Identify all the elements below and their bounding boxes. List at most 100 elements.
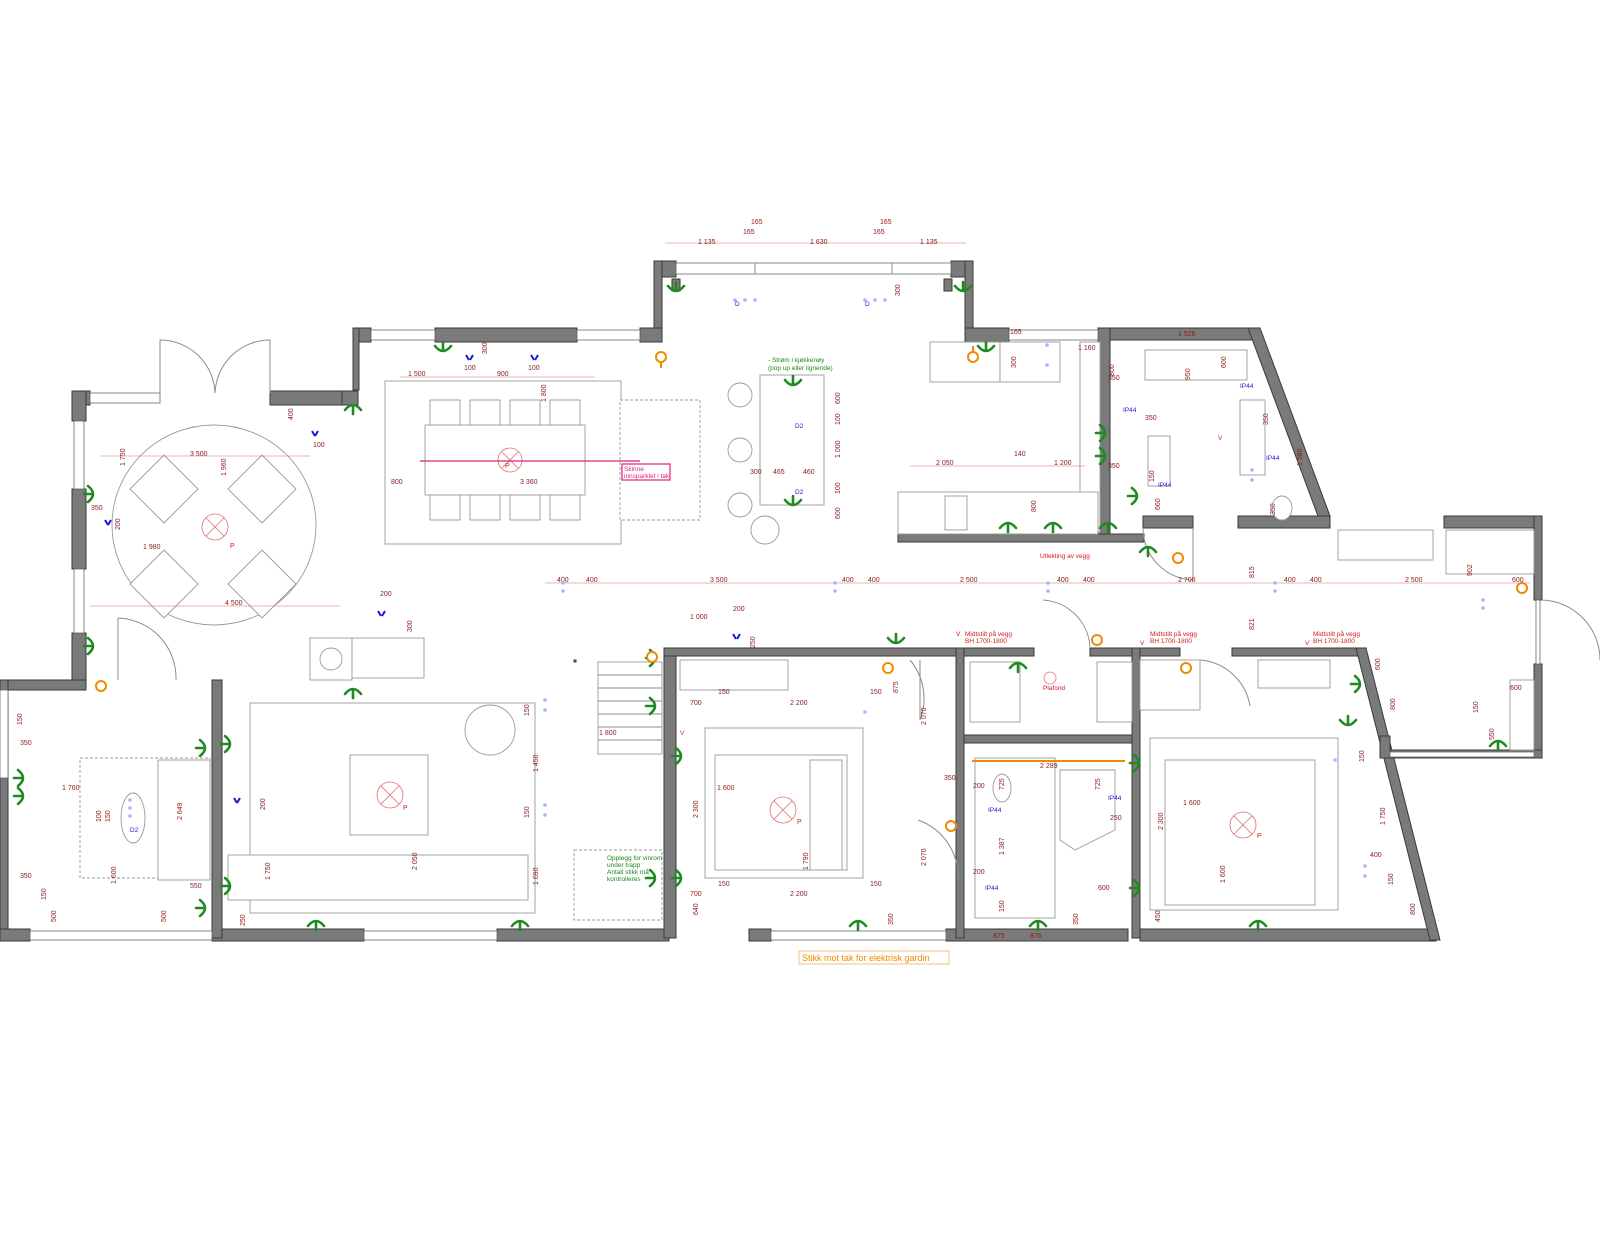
dim-1500: 1 500 <box>408 371 426 378</box>
dim-h600: 600 <box>1512 577 1524 584</box>
dim-350i: 350 <box>944 775 956 782</box>
label-ip44: IP44 <box>1240 383 1254 390</box>
dim-2070a: 2 070 <box>921 707 928 725</box>
dim-200f: 200 <box>260 798 267 810</box>
dim-1600c-b2: 1 600 <box>1220 865 1227 883</box>
dim-2200a: 2 200 <box>790 700 808 707</box>
dim-950: 950 <box>1185 368 1192 380</box>
dim-300a: 300 <box>482 342 489 354</box>
top-dimension-chain: 1 135 165 1 630 165 1 135 165 165 <box>665 219 966 246</box>
dim-1135a: 1 135 <box>698 239 716 246</box>
dim-800b: 800 <box>1031 500 1038 512</box>
socket-icon <box>82 484 95 504</box>
dim-465: 465 <box>773 469 785 476</box>
label-p: P <box>230 543 235 550</box>
furniture <box>79 341 1535 921</box>
socket-icon <box>12 768 25 788</box>
skinne-box <box>621 463 671 481</box>
dim-600c: 600 <box>1221 356 1228 368</box>
dim-h2700: 2 700 <box>1178 577 1196 584</box>
dim-150j: 150 <box>17 713 24 725</box>
note-curtain: Stikk mot tak for elektrisk gardin <box>802 953 930 963</box>
ceiling-outlet-icon <box>945 820 957 832</box>
dim-165: 165 <box>1010 329 1022 336</box>
ceiling-outlet-icon <box>1516 582 1528 594</box>
socket-icon <box>670 868 683 888</box>
dim-150d: 150 <box>718 881 730 888</box>
dim-725b: 725 <box>1095 778 1102 790</box>
label-d: D <box>735 301 740 308</box>
socket-icon <box>1098 521 1118 534</box>
dim-300d: 300 <box>407 620 414 632</box>
dim-150i: 150 <box>1473 701 1480 713</box>
dim-1690: 1 690 <box>533 867 540 885</box>
dim-1000b: 1 000 <box>690 614 708 621</box>
dim-1750c: 1 750 <box>265 862 272 880</box>
dim-350d: 350 <box>1108 463 1120 470</box>
socket-icon <box>1138 545 1158 558</box>
dim-660: 660 <box>1155 498 1162 510</box>
dim-1600b: 1 600 <box>1183 800 1201 807</box>
label-p: P <box>403 805 408 812</box>
socket-icon <box>343 403 363 416</box>
socket-icon <box>219 734 232 754</box>
ceiling-outlet-icon <box>967 346 979 363</box>
dim-1000: 1 000 <box>835 440 842 458</box>
socket-icon <box>1128 753 1141 773</box>
dim-1800: 1 800 <box>541 384 548 402</box>
sensor-markers <box>104 354 741 804</box>
dim-250b: 250 <box>1110 815 1122 822</box>
socket-icon <box>1043 521 1063 534</box>
dim-2300a: 2 300 <box>693 800 700 818</box>
ceiling-lamp-icon <box>376 781 404 809</box>
dim-100d: 100 <box>835 413 842 425</box>
dim-h400b: 400 <box>586 577 598 584</box>
dim-350g: 350 <box>1270 503 1277 515</box>
dim-2070b: 2 070 <box>921 848 928 866</box>
note-midstilt-bh-3: BH 1700-1800 <box>1313 638 1355 645</box>
dim-700a: 700 <box>690 700 702 707</box>
dim-100e: 100 <box>835 482 842 494</box>
socket-icon <box>1094 423 1107 443</box>
symbol-labels: IP44 IP44 IP44 IP44 IP44 IP44 IP44 D D D… <box>130 301 1310 892</box>
doors <box>117 339 1600 881</box>
dim-2300b: 2 300 <box>1158 812 1165 830</box>
label-ip44: IP44 <box>988 807 1002 814</box>
ceiling-outlet-icon <box>1180 662 1192 674</box>
socket-icon <box>1126 486 1139 506</box>
dim-876: 876 <box>1030 933 1042 940</box>
socket-icon <box>343 687 363 700</box>
note-plafond: Plafond <box>1043 685 1065 692</box>
dim-1790: 1 790 <box>803 852 810 870</box>
dim-250c: 250 <box>240 914 247 926</box>
dim-350c: 350 <box>1145 415 1157 422</box>
socket-icon <box>783 494 803 507</box>
label-ip44: IP44 <box>985 885 999 892</box>
dim-350f: 350 <box>1263 413 1270 425</box>
dimensions: 1 500 900 300 100 100 1 800 800 3 360 40… <box>17 284 1530 940</box>
socket-icon <box>1349 674 1362 694</box>
dim-350l: 350 <box>20 873 32 880</box>
label-ip44: IP44 <box>1123 407 1137 414</box>
dim-800c: 800 <box>1109 364 1116 376</box>
socket-icon <box>194 738 207 758</box>
dim-815: 815 <box>1249 566 1256 578</box>
label-p: P <box>1257 833 1262 840</box>
ceiling-lamp-icon <box>769 796 797 824</box>
dim-h400g: 400 <box>1284 577 1296 584</box>
dim-400a: 400 <box>288 408 295 420</box>
label-v: V <box>1305 640 1310 647</box>
dim-100c: 100 <box>313 442 325 449</box>
dim-h400h: 400 <box>1310 577 1322 584</box>
dim-h3500: 3 500 <box>710 577 728 584</box>
socket-icon <box>886 632 906 645</box>
note-skinne-2: innsparklet i tak <box>624 473 670 480</box>
dim-900: 900 <box>497 371 509 378</box>
socket-icon <box>433 340 453 353</box>
dim-902: 902 <box>1467 564 1474 576</box>
wall-sockets <box>12 280 1508 932</box>
socket-icon <box>219 876 232 896</box>
dim-250: 250 <box>750 636 757 648</box>
label-d2: D2 <box>130 827 139 834</box>
